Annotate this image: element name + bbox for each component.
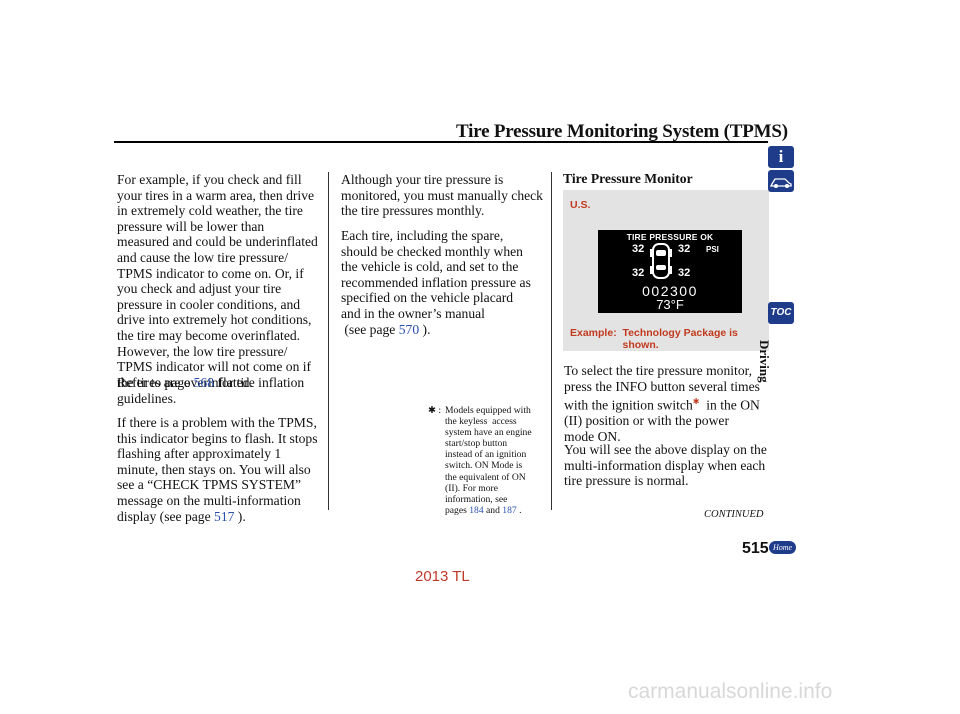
region-label: U.S. [570,199,591,211]
tire-rear-right: 32 [678,267,691,279]
toc-button[interactable]: TOC [768,302,794,324]
footnote: Models equipped with the keyless access … [445,405,532,516]
car-icon[interactable] [768,170,794,192]
home-button[interactable]: Home [769,541,796,554]
col1-paragraph-2: Refer to page 568 for tire inflation gui… [117,375,304,406]
col2-paragraph-1: Although your tire pressure is monitored… [341,172,543,219]
pressure-unit: PSI [706,245,719,254]
multi-information-display: TIRE PRESSURE OK 32 32 PSI 32 32 002300 … [598,230,742,313]
odometer: 002300 [642,283,698,299]
section-tab-driving: Driving [757,340,772,383]
figure-caption: Example: Technology Package is shown. [570,327,738,351]
tire-rear-left: 32 [632,267,645,279]
tire-front-right: 32 [678,243,691,255]
model-label: 2013 TL [415,568,470,585]
footnote-text: Models equipped with the keyless access … [445,405,532,505]
col3-paragraph-2: You will see the above display on the mu… [564,442,767,489]
toc-label: TOC [770,307,792,318]
display-status: TIRE PRESSURE OK [626,232,714,242]
col2-paragraph-2: Each tire, including the spare, should b… [341,228,531,337]
footnote-and: and [483,504,503,516]
col2-p2-text-b: ). [419,321,431,337]
col1-p3-text-a: display (see page [117,508,215,524]
column-divider-2 [551,172,552,510]
page-number: 515 [742,540,769,557]
page-link-570[interactable]: 570 [398,321,420,337]
footnote-mark: ✱ : [428,405,442,416]
footnote-text-b: . [516,504,522,516]
asterisk-mark: ✱ [692,397,700,407]
col1-p2-text: Refer to page [117,375,194,390]
continued-label: CONTINUED [704,509,764,520]
col3-p1-text-b: in the ON (II) position or with the powe… [564,397,760,444]
watermark: carmanualsonline.info [628,680,833,703]
col2-p2-text: Each tire, including the spare, should b… [341,228,531,321]
col1-paragraph-1: For example, if you check and fill your … [117,172,318,390]
car-top-view-icon [650,243,672,279]
section-heading: Tire Pressure Monitor [563,171,693,186]
col1-p2-text-c: guidelines. [117,390,177,406]
col1-p3-text-b: ). [234,508,246,524]
column-divider-1 [328,172,329,510]
title-rule [114,141,768,143]
col3-p1-text-a: To select the tire pressure monitor, pre… [564,363,760,413]
info-icon[interactable]: i [768,146,794,168]
col2-p2-text-a: (see page [341,321,399,337]
col3-paragraph-1: To select the tire pressure monitor, pre… [564,363,760,445]
page-link-187[interactable]: 187 [502,504,517,516]
col1-paragraph-3: If there is a problem with the TPMS, thi… [117,415,318,524]
footnote-text-a: pages [445,504,470,516]
tire-front-left: 32 [632,243,645,255]
col1-p3-text: If there is a problem with the TPMS, thi… [117,415,318,508]
page-title: Tire Pressure Monitoring System (TPMS) [456,121,788,142]
page-link-184[interactable]: 184 [469,504,484,516]
outside-temperature: 73°F [656,297,684,312]
col1-p2-text-b: for tire inflation [214,375,305,390]
page-link-568[interactable]: 568 [193,375,215,390]
page-link-517[interactable]: 517 [214,508,235,524]
